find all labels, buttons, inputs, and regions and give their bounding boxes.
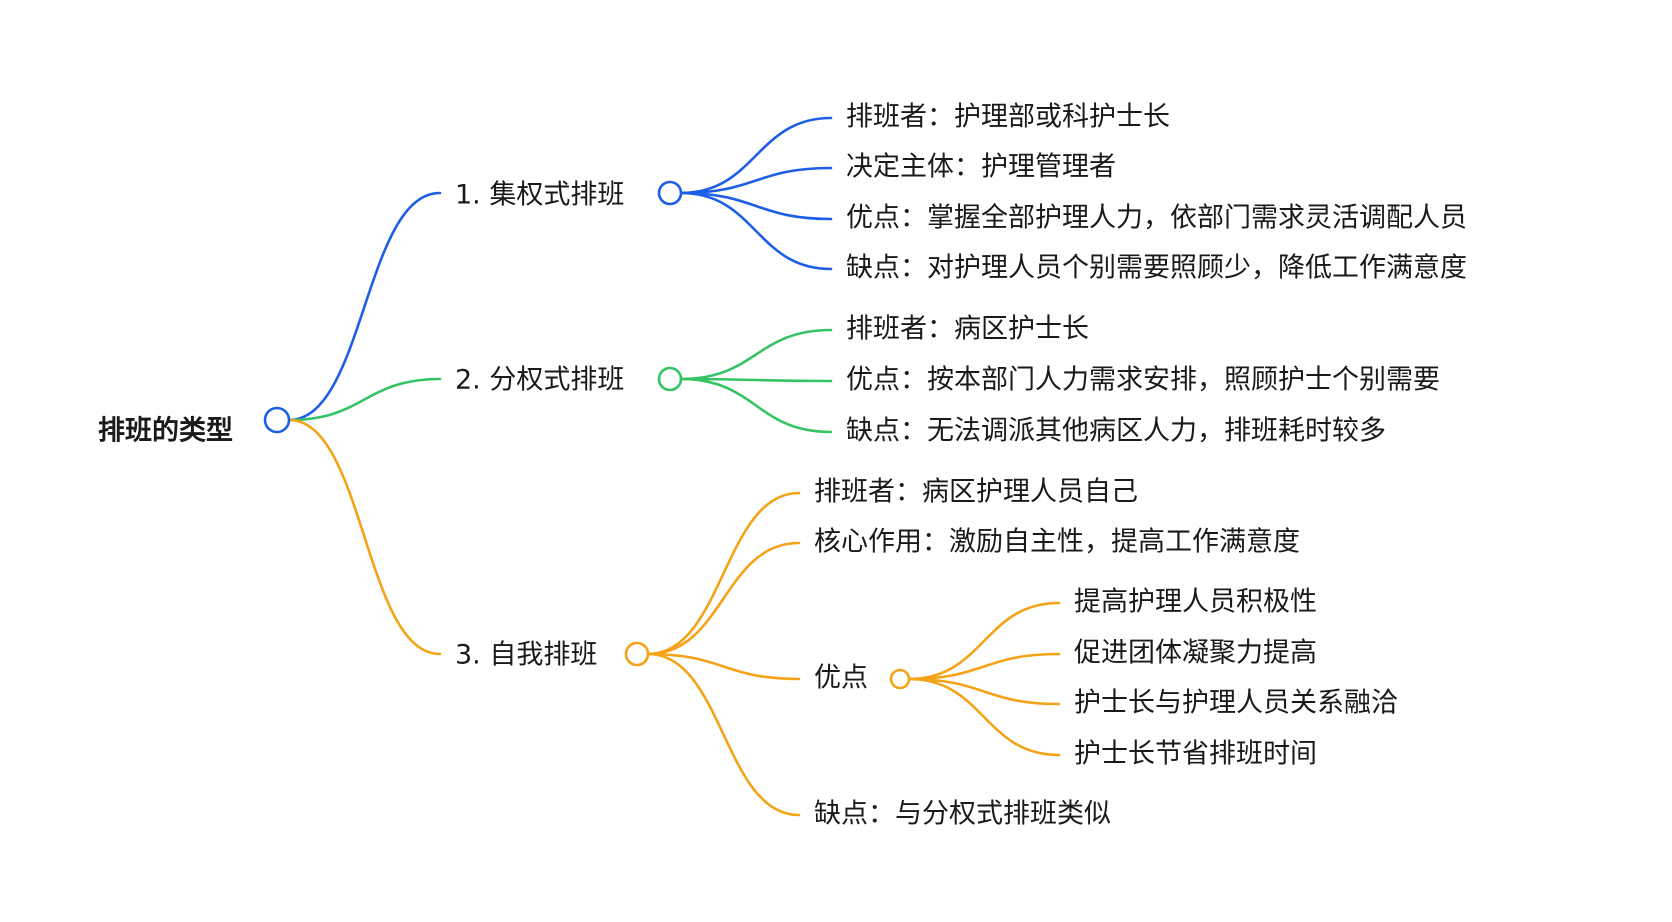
- edge-branch-1-child-4: [679, 191, 833, 271]
- edge-branch-3-child-1: [646, 491, 801, 656]
- edge-root-branch-2: [287, 377, 442, 422]
- edge-advantage-leaf-2: [907, 652, 1061, 681]
- branch-3-child-4: 缺点：与分权式排班类似: [814, 799, 1111, 830]
- branch-1-label: 1. 集权式排班: [455, 180, 624, 211]
- root-node-circle[interactable]: [263, 406, 291, 434]
- edge-branch-1-child-3: [679, 191, 833, 221]
- edge-advantage-leaf-4: [907, 677, 1061, 757]
- edge-root-branch-3: [287, 418, 442, 656]
- edge-advantage-leaf-3: [907, 677, 1061, 706]
- edge-branch-3-child-2: [646, 541, 801, 656]
- edge-branch-2-child-2: [679, 377, 833, 383]
- edge-branch-3-child-4: [646, 652, 801, 817]
- branch-3-label: 3. 自我排班: [455, 640, 597, 671]
- branch-1-child-3: 优点：掌握全部护理人力，依部门需求灵活调配人员: [846, 203, 1467, 234]
- branch-3-node-circle[interactable]: [624, 641, 650, 667]
- root-node-label: 排班的类型: [98, 415, 233, 447]
- mindmap-edges: [287, 116, 1061, 817]
- branch-2-child-2: 优点：按本部门人力需求安排，照顾护士个别需要: [846, 365, 1440, 396]
- branch-2-child-3: 缺点：无法调派其他病区人力，排班耗时较多: [846, 416, 1386, 447]
- branch-2-label: 2. 分权式排班: [455, 365, 624, 396]
- branch-1-child-2: 决定主体：护理管理者: [846, 152, 1116, 183]
- branch-3-child-2: 核心作用：激励自主性，提高工作满意度: [814, 527, 1300, 558]
- advantage-node-circle[interactable]: [889, 668, 911, 690]
- branch-3-advantage-2: 促进团体凝聚力提高: [1074, 638, 1317, 669]
- edge-advantage-leaf-1: [907, 601, 1061, 681]
- branch-1-child-1: 排班者：护理部或科护士长: [846, 102, 1170, 133]
- branch-2-node-circle[interactable]: [657, 366, 683, 392]
- branch-1-node-circle[interactable]: [657, 180, 683, 206]
- mindmap-nodes: 排班的类型 1. 集权式排班 排班者：护理部或科护士长 决定主体：护理管理者 优…: [98, 102, 1467, 830]
- branch-3-advantage-3: 护士长与护理人员关系融洽: [1074, 688, 1398, 719]
- branch-1-child-4: 缺点：对护理人员个别需要照顾少，降低工作满意度: [846, 253, 1467, 284]
- edge-root-branch-1: [287, 191, 442, 422]
- branch-3-child-3: 优点: [814, 663, 868, 694]
- branch-3-advantage-1: 提高护理人员积极性: [1074, 587, 1317, 618]
- mindmap-node-circles: [263, 180, 911, 690]
- edge-branch-1-child-1: [679, 116, 833, 195]
- branch-3-advantage-4: 护士长节省排班时间: [1074, 739, 1317, 770]
- branch-3-child-1: 排班者：病区护理人员自己: [814, 477, 1138, 508]
- edge-branch-3-child-3: [646, 652, 801, 681]
- edge-branch-2-child-1: [679, 328, 833, 381]
- edge-branch-1-child-2: [679, 166, 833, 195]
- branch-2-child-1: 排班者：病区护士长: [846, 314, 1089, 345]
- edge-branch-2-child-3: [679, 377, 833, 434]
